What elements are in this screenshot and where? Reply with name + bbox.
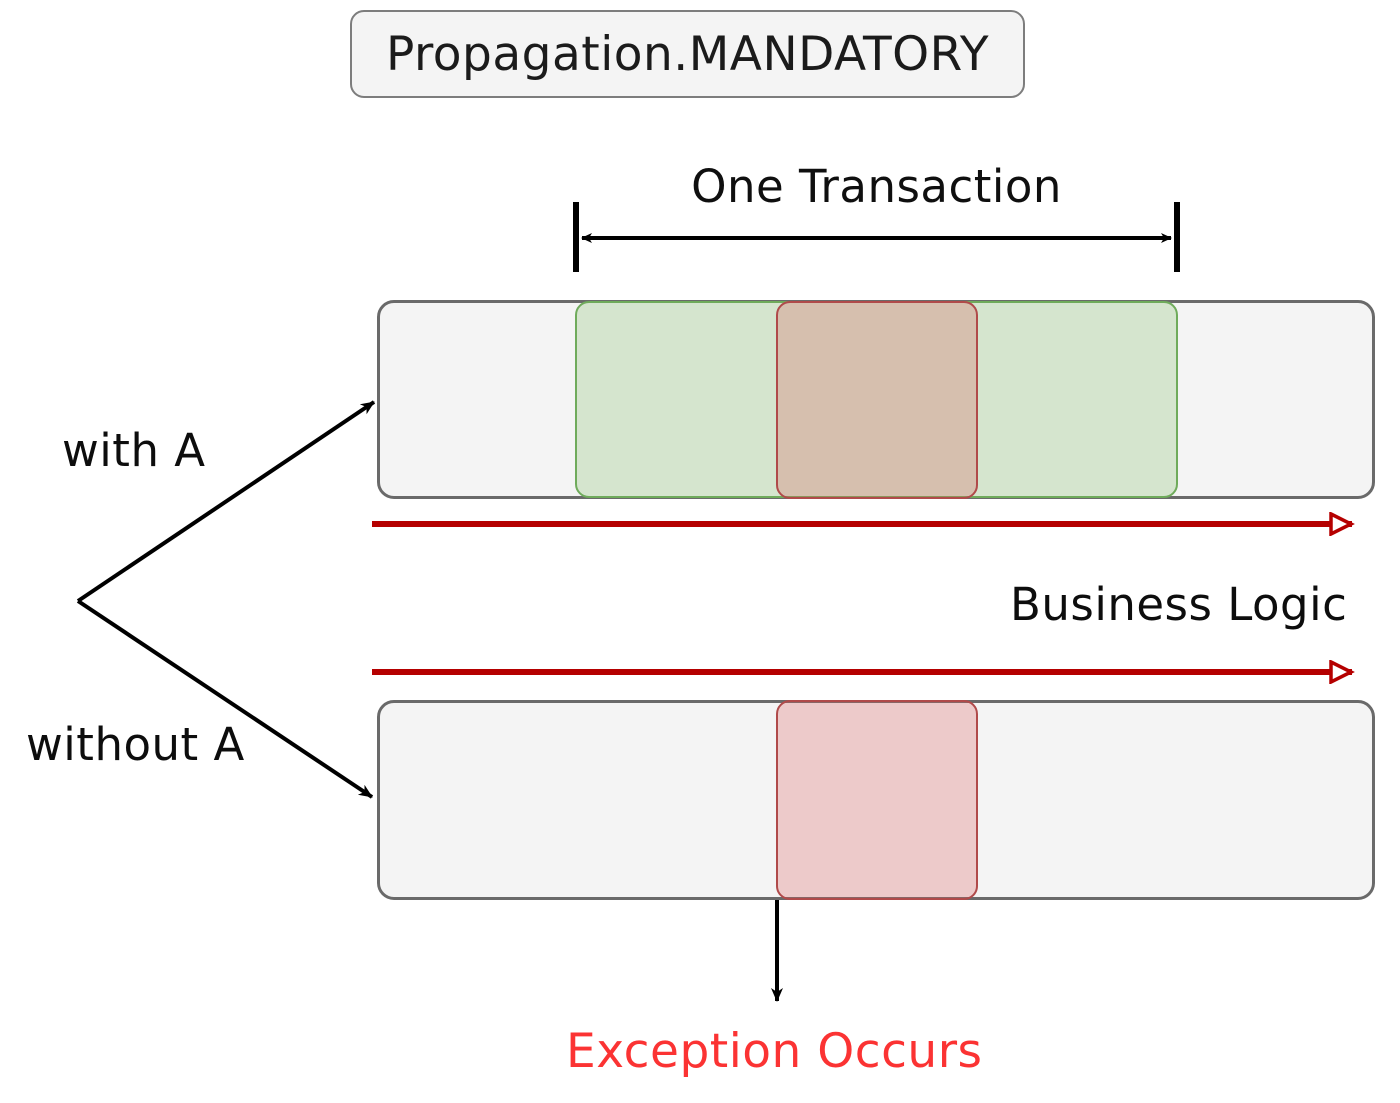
transaction-span-label: One Transaction — [691, 160, 1062, 213]
segment-exception-red-row1 — [776, 301, 978, 499]
title-chip: Propagation.MANDATORY — [350, 10, 1025, 98]
business-logic-label: Business Logic — [1010, 578, 1348, 631]
branch-label-without-a: without A — [26, 718, 245, 771]
branch-label-with-a: with A — [62, 424, 206, 477]
segment-transaction-green — [575, 301, 1178, 498]
segment-exception-red-row2 — [776, 700, 978, 900]
exception-occurs-label: Exception Occurs — [566, 1024, 983, 1079]
page-title: Propagation.MANDATORY — [385, 26, 990, 82]
